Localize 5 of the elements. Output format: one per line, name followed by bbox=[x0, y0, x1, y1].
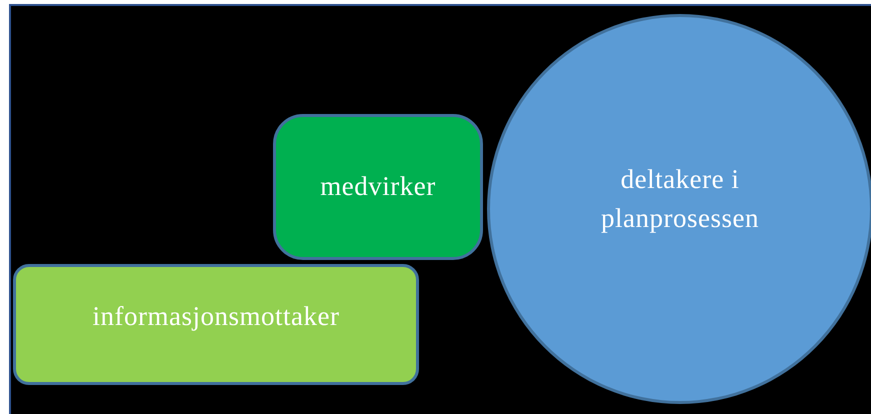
node-label: deltakere i planprosessen bbox=[600, 162, 760, 235]
rounded-rectangle bbox=[273, 114, 483, 260]
rounded-rectangle bbox=[13, 264, 419, 385]
node-label: informasjonsmottaker bbox=[92, 300, 340, 333]
node-label: medvirker bbox=[320, 170, 436, 204]
